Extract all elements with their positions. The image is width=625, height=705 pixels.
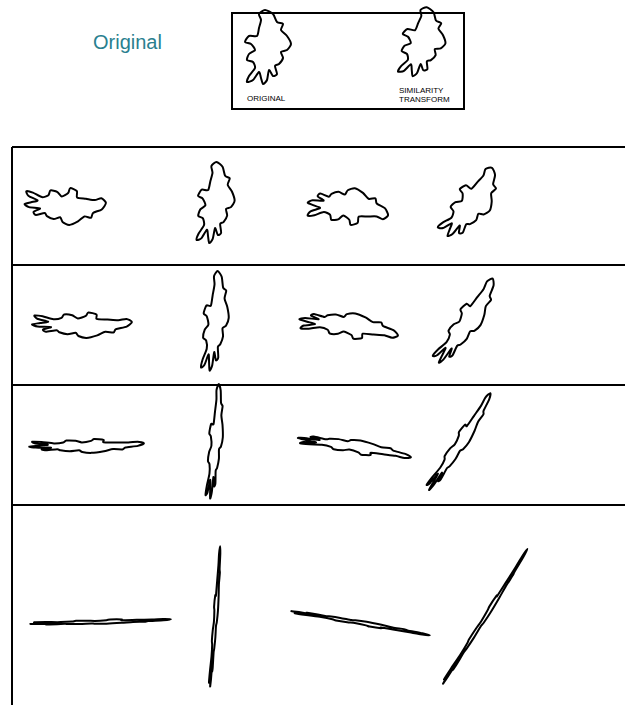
blob-shape	[32, 311, 133, 340]
blob-shape	[396, 4, 451, 81]
blob-shape	[209, 546, 223, 687]
blob-shape	[245, 10, 291, 84]
blob-shape	[30, 617, 171, 626]
grid-line	[11, 147, 13, 705]
blob-shape	[200, 270, 232, 371]
blob-shape	[435, 159, 509, 248]
blob-shape	[297, 430, 412, 464]
heading-label: Original	[93, 31, 162, 54]
blob-shape	[291, 609, 430, 637]
blob-shape	[298, 304, 401, 346]
blob-shape	[195, 161, 237, 245]
blob-shape	[29, 437, 144, 455]
outlined-box: ORIGINAL SIMILARITY TRANSFORM	[231, 12, 465, 110]
caption-label: ORIGINAL	[247, 94, 307, 103]
blob-shape	[442, 548, 530, 685]
blob-shape	[205, 384, 227, 499]
blob-shape	[305, 181, 392, 231]
grid-line	[12, 504, 625, 506]
blob-shape	[24, 187, 107, 227]
grid-line	[12, 264, 625, 266]
blob-shape	[424, 390, 497, 495]
caption-label: SIMILARITY TRANSFORM	[399, 86, 455, 104]
grid-line	[12, 384, 625, 386]
grid-line	[12, 146, 625, 148]
blob-shape	[430, 273, 504, 371]
